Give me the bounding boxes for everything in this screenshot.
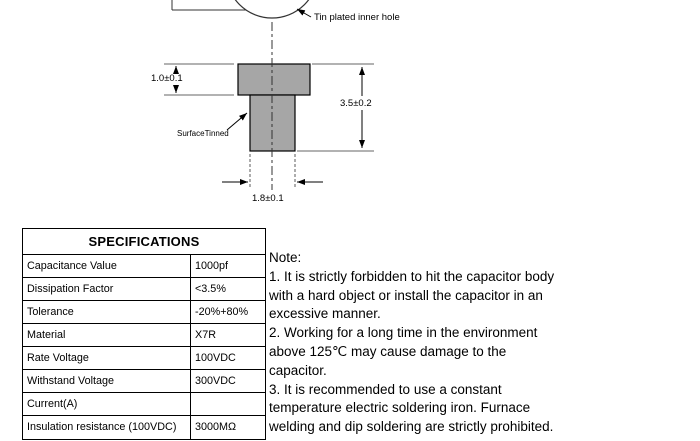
- inner-hole-circle: [234, 0, 310, 19]
- dim-flange-label: 1.0±0.1: [151, 73, 183, 84]
- note-line: 1. It is strictly forbidden to hit the c…: [269, 268, 555, 284]
- notes-section: Note: 1. It is strictly forbidden to hit…: [269, 249, 639, 437]
- spec-label: Capacitance Value: [23, 255, 191, 277]
- specifications-table: SPECIFICATIONS Capacitance Value 1000pf …: [22, 228, 266, 440]
- note-line: capacitor.: [269, 362, 327, 378]
- spec-row-insulation-resistance: Insulation resistance (100VDC) 3000MΩ: [23, 416, 265, 439]
- spec-label: Current(A): [23, 393, 191, 415]
- spec-value: 3000MΩ: [195, 421, 237, 433]
- note-line: 2. Working for a long time in the enviro…: [269, 325, 538, 341]
- surface-tinned-label: SurfaceTinned: [177, 129, 229, 138]
- spec-label: Insulation resistance (100VDC): [23, 416, 191, 439]
- tin-plated-inner-hole-label: Tin plated inner hole: [314, 12, 400, 23]
- spec-label: Material: [23, 324, 191, 346]
- spec-value: <3.5%: [195, 283, 226, 295]
- dim-width-label: 1.8±0.1: [252, 193, 284, 204]
- note-line: 3. It is recommended to use a constant: [269, 381, 502, 397]
- note-line: excessive manner.: [269, 306, 381, 322]
- dim-height-label: 3.5±0.2: [340, 98, 372, 109]
- spec-label: Dissipation Factor: [23, 278, 191, 300]
- spec-value: X7R: [195, 329, 217, 341]
- note-line: with a hard object or install the capaci…: [269, 287, 543, 303]
- spec-value: -20%+80%: [195, 306, 249, 318]
- spec-value: 1000pf: [195, 260, 229, 272]
- spec-row-capacitance-value: Capacitance Value 1000pf: [23, 255, 265, 278]
- spec-table-title: SPECIFICATIONS: [23, 229, 265, 255]
- spec-row-material: Material X7R: [23, 324, 265, 347]
- capacitor-flange: [237, 63, 311, 96]
- note-heading: Note:: [269, 250, 302, 265]
- spec-label: Rate Voltage: [23, 347, 191, 369]
- capacitor-dimension-drawing: Tin plated inner hole 1.0±0.1 3.5±0.2 Su…: [151, 0, 400, 204]
- spec-row-tolerance: Tolerance -20%+80%: [23, 301, 265, 324]
- spec-value: 300VDC: [195, 375, 236, 387]
- note-line: temperature electric soldering iron. Fur…: [269, 400, 531, 416]
- note-line: welding and dip soldering are strictly p…: [269, 419, 554, 435]
- spec-row-current: Current(A): [23, 393, 265, 416]
- tin-plated-leader-line: [296, 8, 312, 18]
- spec-label: Tolerance: [23, 301, 191, 323]
- spec-value: [191, 393, 265, 415]
- surface-tinned-leader-line: [226, 112, 248, 131]
- spec-row-withstand-voltage: Withstand Voltage 300VDC: [23, 370, 265, 393]
- note-line: above 125℃ may cause damage to the: [269, 343, 507, 359]
- spec-label: Withstand Voltage: [23, 370, 191, 392]
- capacitor-body: [249, 94, 296, 152]
- spec-value: 100VDC: [195, 352, 236, 364]
- spec-row-rate-voltage: Rate Voltage 100VDC: [23, 347, 265, 370]
- spec-row-dissipation-factor: Dissipation Factor <3.5%: [23, 278, 265, 301]
